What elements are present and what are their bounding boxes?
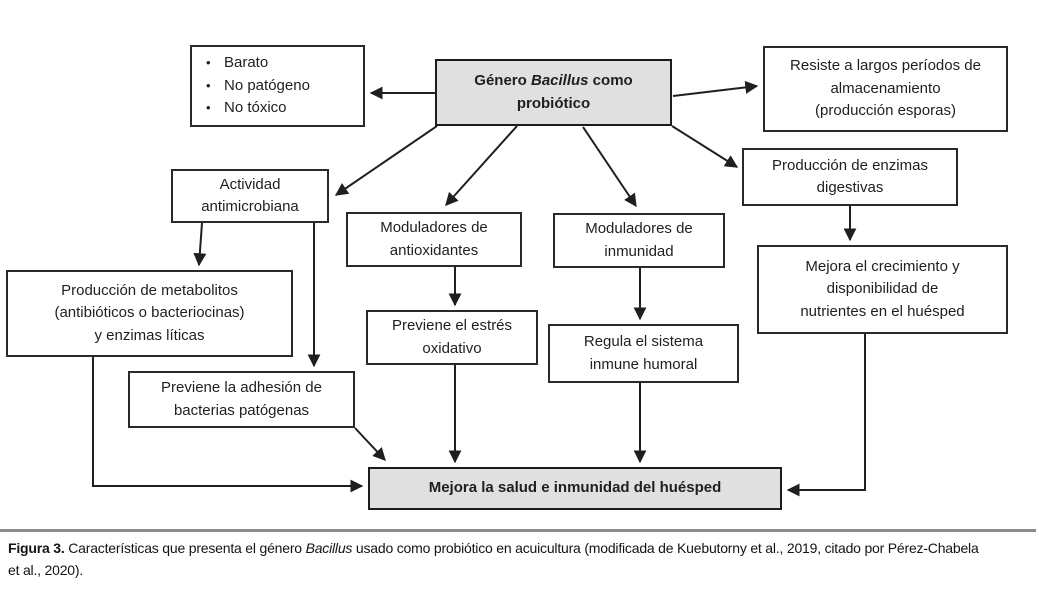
node-label-line: Actividad (219, 175, 281, 193)
list-item-label: Barato (224, 54, 269, 72)
node-label-line: Moduladores de (380, 219, 488, 236)
node-label-line: Género Bacillus como (474, 72, 633, 89)
list-item-label: No tóxico (224, 99, 287, 117)
arrow-center-to-mod-inmun (582, 126, 637, 208)
node-label-line: inmunidad (604, 242, 674, 260)
node-label-line: Mejora el crecimiento y (805, 257, 960, 275)
node-produccion-metabolitos: Producción de metabolitos (antibióticos … (6, 270, 293, 357)
node-label-line: (antibióticos o bacteriocinas) (54, 304, 245, 322)
node-label-line: Producción de metabolitos (61, 281, 238, 299)
node-label-line: probiótico (516, 94, 591, 112)
arrow-crecimiento-to-bottom (786, 334, 866, 497)
list-item: • Barato (206, 52, 268, 75)
node-label-line: antimicrobiana (201, 198, 299, 215)
node-label-line: Previene el estrés (391, 317, 513, 334)
node-enzimas-digestivas: Producción de enzimas digestivas (742, 148, 958, 206)
node-mejora-salud-inmunidad: Mejora la salud e inmunidad del huésped (368, 467, 782, 510)
node-label-line: Resiste a largos períodos de (790, 57, 981, 75)
node-genero-bacillus-probiotico: Género Bacillus como probiótico (435, 59, 672, 126)
node-label-line: oxidativo (422, 339, 482, 357)
node-label-line: inmune humoral (589, 355, 698, 373)
arrow-center-to-enzimas (671, 125, 739, 168)
node-label-line: Producción de enzimas (772, 156, 928, 174)
arrow-center-to-mod-antiox (445, 125, 518, 206)
arrow-adhesion-to-bottom (354, 427, 386, 461)
node-mejora-crecimiento: Mejora el crecimiento y disponibilidad d… (757, 245, 1008, 334)
caption-line: Figura 3. Características que presenta e… (8, 540, 979, 556)
node-label-line: (producción esporas) (815, 102, 956, 120)
node-label-line: almacenamiento (830, 79, 941, 97)
node-label-line: Moduladores de (585, 220, 693, 237)
caption-line: et al., 2020). (8, 562, 84, 579)
list-item: • No patógeno (206, 75, 310, 98)
node-previene-adhesion: Previene la adhesión de bacterias patóge… (128, 371, 355, 428)
bullet-icon: • (206, 77, 211, 93)
node-advantages-list: • Barato • No patógeno • No tóxico (190, 45, 365, 127)
node-label-line: nutrientes en el huésped (800, 302, 965, 320)
arrow-center-to-actividad (334, 125, 438, 196)
caption-divider (0, 529, 1036, 532)
node-label-line: digestivas (816, 179, 884, 196)
node-label-line: disponibilidad de (826, 280, 939, 298)
node-regula-sistema-inmune: Regula el sistema inmune humoral (548, 324, 739, 383)
bullet-icon: • (206, 100, 211, 116)
node-label-line: Previene la adhesión de (161, 379, 322, 396)
node-label-line: Mejora la salud e inmunidad del huésped (428, 479, 722, 497)
figure-caption: Figura 3. Características que presenta e… (8, 537, 1028, 581)
arrow-metabolitos-to-bottom (92, 357, 364, 493)
list-item-label: No patógeno (224, 76, 310, 94)
bullet-icon: • (206, 55, 211, 71)
node-actividad-antimicrobiana: Actividad antimicrobiana (171, 169, 329, 223)
node-moduladores-inmunidad: Moduladores de inmunidad (553, 213, 725, 268)
node-label-line: antioxidantes (389, 241, 479, 259)
node-label-line: bacterias patógenas (173, 401, 310, 419)
node-resiste-almacenamiento: Resiste a largos períodos de almacenamie… (763, 46, 1008, 132)
node-moduladores-antioxidantes: Moduladores de antioxidantes (346, 212, 522, 267)
node-label-line: Regula el sistema (583, 333, 704, 350)
arrow-actividad-to-metabolitos (193, 222, 207, 267)
node-previene-estres-oxidativo: Previene el estrés oxidativo (366, 310, 538, 365)
list-item: • No tóxico (206, 97, 287, 120)
arrow-center-to-resiste (672, 80, 759, 97)
node-label-line: y enzimas líticas (94, 326, 205, 344)
